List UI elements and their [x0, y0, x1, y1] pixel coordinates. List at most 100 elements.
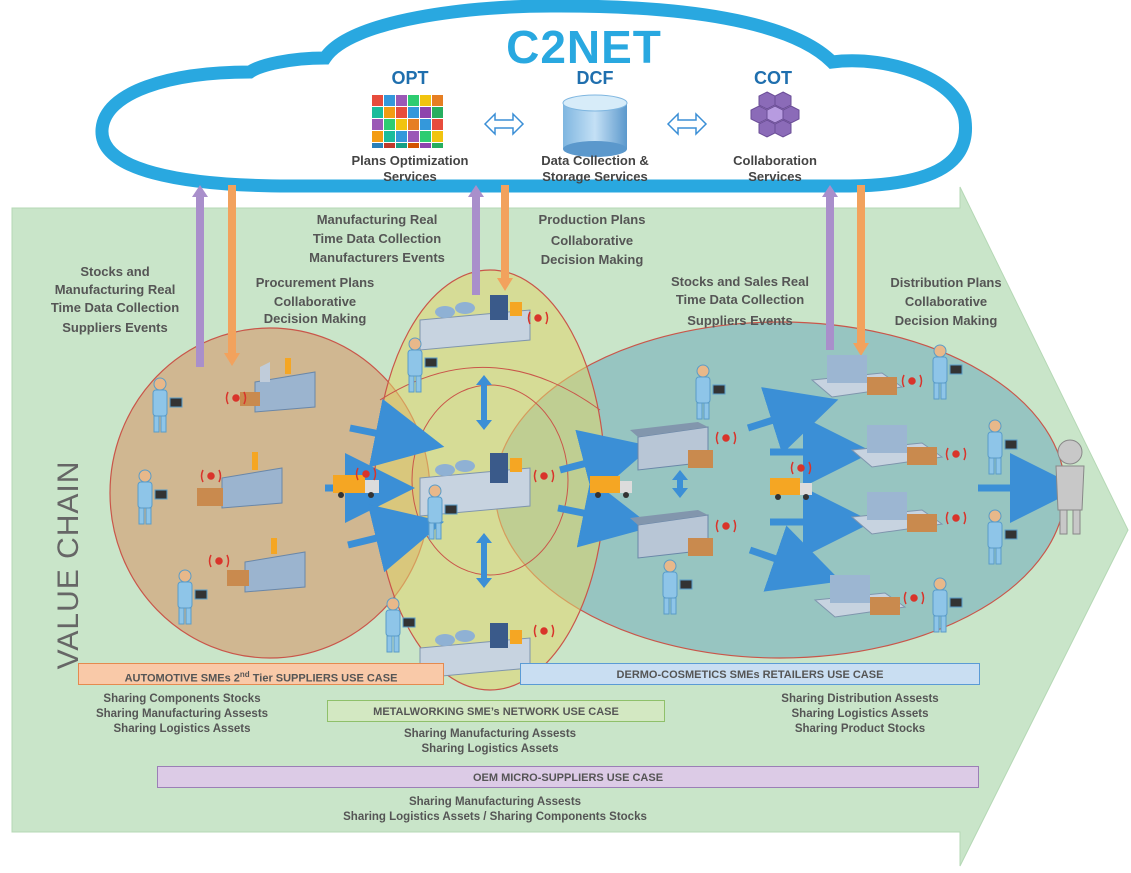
flow-text: Collaborative	[550, 233, 634, 248]
metalworking-inner-arc	[379, 366, 601, 411]
opt-line2: Services	[383, 169, 437, 184]
worker-with-tablet-icon	[932, 344, 963, 400]
worker-with-tablet-icon	[987, 509, 1018, 565]
dcf-line2: Storage Services	[542, 169, 648, 184]
rfid-sensor-icon	[715, 431, 737, 445]
rfid-sensor-icon	[355, 467, 377, 481]
rfid-sensor-icon	[533, 469, 555, 483]
dermo-sharing-list: Sharing Distribution Assests Sharing Log…	[740, 692, 980, 737]
rfid-sensor-icon	[200, 469, 222, 483]
sharing-item: Sharing Distribution Assests	[781, 693, 939, 705]
warehouse-icon	[630, 422, 713, 471]
double-arrow-icon	[483, 112, 525, 136]
flow-text: Collaborative	[273, 294, 357, 309]
retail-down-label: Distribution Plans Collaborative Decisio…	[866, 273, 1026, 330]
warehouse-icon	[630, 510, 713, 559]
oem-use-case-label: OEM MICRO-SUPPLIERS USE CASE	[157, 766, 979, 788]
retail-up-label: Stocks and Sales Real Time Data Collecti…	[650, 273, 830, 330]
use-case-text: Tier SUPPLIERS USE CASE	[249, 672, 398, 685]
dermo-use-case-label: DERMO-COSMETICS SMEs RETAILERS USE CASE	[520, 663, 980, 685]
cot-description: Collaboration Services	[695, 153, 855, 185]
worker-with-tablet-icon	[695, 364, 726, 420]
supplier-down-arrow	[224, 185, 240, 366]
dcf-description: Data Collection & Storage Services	[510, 153, 680, 185]
flow-text: Time Data Collection	[312, 231, 442, 246]
flow-text: Manufacturing Real	[316, 212, 438, 227]
worker-with-tablet-icon	[662, 559, 693, 615]
store-building-icon	[810, 355, 904, 398]
flow-text: Decision Making	[263, 311, 367, 326]
flow-text: Production Plans	[538, 212, 646, 227]
manufacturer-up-arrow	[468, 185, 484, 295]
flow-text: Decision Making	[894, 313, 998, 328]
flow-text: Distribution Plans	[890, 275, 1002, 290]
use-case-text: AUTOMOTIVE SMEs 2	[124, 672, 240, 685]
truck-icon	[590, 476, 632, 498]
flow-text: Decision Making	[540, 252, 644, 267]
truck-icon	[333, 475, 379, 498]
metalworking-use-case-label: METALWORKING SME’s NETWORK USE CASE	[327, 700, 665, 722]
flow-text: Suppliers Events	[62, 320, 168, 335]
rfid-sensor-icon	[715, 519, 737, 533]
rfid-sensor-icon	[945, 511, 967, 525]
flow-arrows	[325, 387, 1080, 592]
metalworking-sharing-list: Sharing Manufacturing Assests Sharing Lo…	[370, 727, 610, 757]
oem-sharing-list: Sharing Manufacturing Assests Sharing Lo…	[280, 795, 710, 825]
opt-line1: Plans Optimization	[351, 153, 469, 168]
automotive-sharing-list: Sharing Components Stocks Sharing Manufa…	[62, 692, 302, 737]
rfid-sensor-icon	[945, 447, 967, 461]
rfid-sensor-icon	[225, 391, 247, 405]
manufacturer-down-arrow	[497, 185, 513, 291]
hexagon-cluster-icon	[750, 91, 800, 138]
flow-text: Procurement Plans	[255, 275, 375, 290]
truck-icon	[770, 478, 812, 500]
store-building-icon	[813, 575, 907, 618]
worker-with-tablet-icon	[152, 377, 183, 433]
sharing-item: Sharing Manufacturing Assests	[95, 708, 269, 720]
automotive-use-case-label: AUTOMOTIVE SMEs 2nd Tier SUPPLIERS USE C…	[78, 663, 444, 685]
flow-text: Time Data Collection	[50, 300, 180, 315]
database-icon	[562, 94, 628, 157]
worker-with-tablet-icon	[987, 419, 1018, 475]
dcf-line1: Data Collection &	[541, 153, 649, 168]
dcf-code: DCF	[576, 68, 614, 88]
worker-with-tablet-icon	[137, 469, 168, 525]
cot-line1: Collaboration	[733, 153, 817, 168]
flow-text: Collaborative	[904, 294, 988, 309]
rfid-sensor-icon	[208, 554, 230, 568]
suppliers-down-label: Procurement Plans Collaborative Decision…	[230, 273, 400, 328]
opt-description: Plans Optimization Services	[325, 153, 495, 185]
store-building-icon	[850, 492, 944, 535]
factory-icon	[197, 452, 283, 509]
sharing-item: Sharing Manufacturing Assests	[403, 728, 577, 740]
flow-text: Stocks and	[80, 264, 150, 279]
factory-icon	[419, 453, 531, 517]
sharing-item: Sharing Components Stocks	[103, 693, 261, 705]
cloud	[95, 0, 973, 193]
workers	[137, 337, 1018, 653]
sharing-item: Sharing Logistics Assets	[113, 723, 251, 735]
flow-text: Stocks and Sales Real	[670, 274, 809, 289]
rfid-sensor-icon	[903, 591, 925, 605]
brand-title: C2NET	[506, 21, 662, 73]
worker-with-tablet-icon	[177, 569, 208, 625]
rfid-sensor-icon	[533, 624, 555, 638]
worker-with-tablet-icon	[385, 597, 416, 653]
factory-icon	[240, 358, 316, 413]
grid-icon	[372, 95, 443, 148]
worker-with-tablet-icon	[407, 337, 438, 393]
manufacturers-up-label: Manufacturing Real Time Data Collection …	[282, 210, 472, 267]
cot-line2: Services	[748, 169, 802, 184]
factory-icon	[227, 538, 306, 593]
sharing-item: Sharing Logistics Assets	[421, 743, 559, 755]
suppliers-up-label: Stocks and Manufacturing Real Time Data …	[20, 263, 210, 337]
value-chain-label-box: VALUE CHAIN	[52, 435, 85, 695]
double-arrow-icon	[666, 112, 708, 136]
flow-text: Manufacturers Events	[309, 250, 445, 265]
sensors	[200, 311, 967, 638]
rfid-sensor-icon	[527, 311, 549, 325]
supplier-up-arrow	[192, 185, 208, 367]
sharing-item: Sharing Manufacturing Assests	[408, 796, 582, 808]
customer-figure-icon	[1055, 439, 1085, 535]
retail-up-arrow	[822, 185, 838, 350]
